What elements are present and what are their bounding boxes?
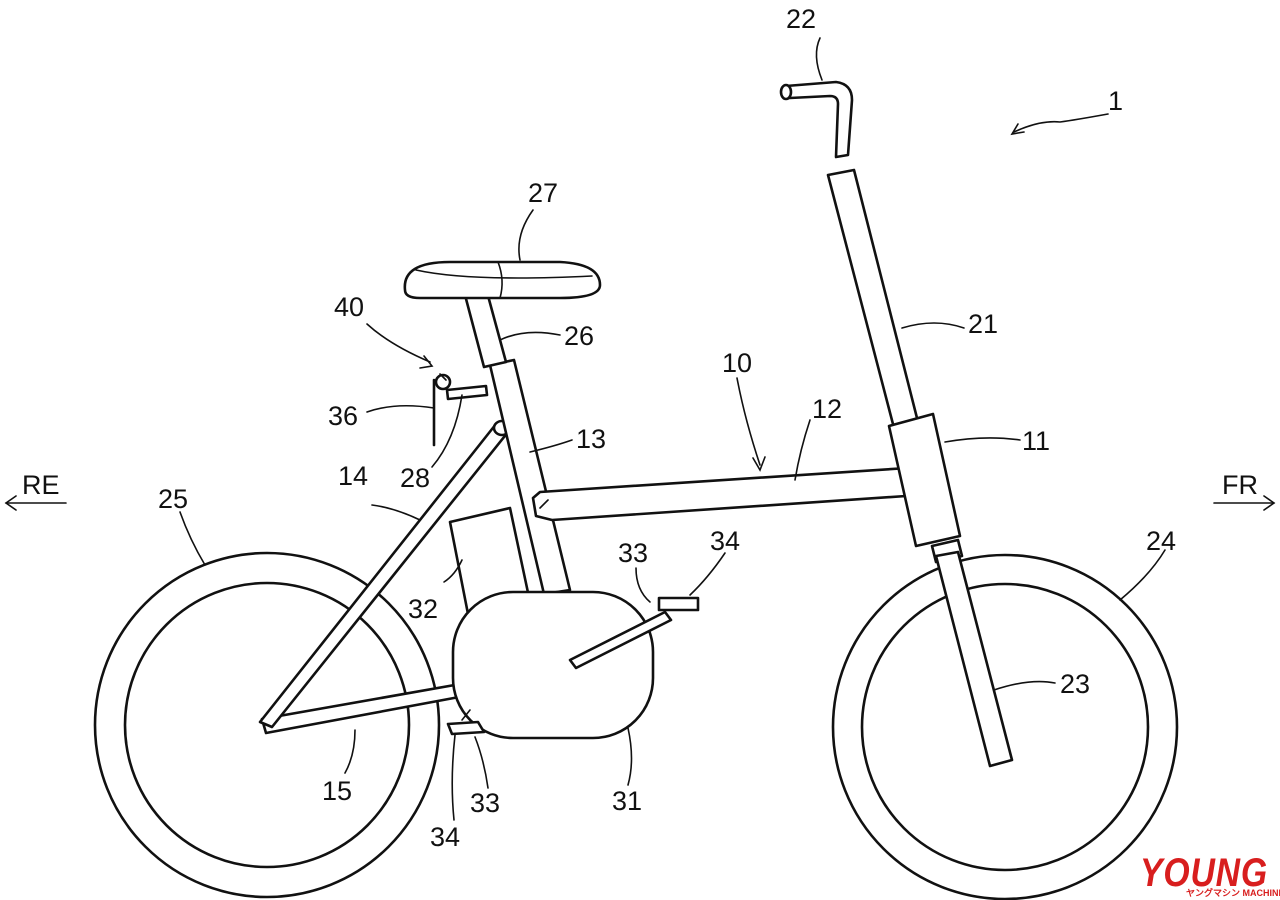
label-rear-direction: RE bbox=[22, 470, 60, 500]
svg-text:ヤングマシン MACHINE: ヤングマシン MACHINE bbox=[1186, 887, 1280, 898]
seat-clamp bbox=[432, 373, 489, 447]
label-drive-unit: 31 bbox=[612, 786, 642, 816]
label-seat-stay: 14 bbox=[338, 461, 368, 491]
front-fork-stem bbox=[826, 168, 920, 430]
handlebar bbox=[779, 80, 854, 159]
label-clamp-mechanism: 40 bbox=[334, 292, 364, 322]
rear-wheel bbox=[93, 551, 441, 899]
label-lever: 36 bbox=[328, 401, 358, 431]
label-pedal-left: 34 bbox=[430, 822, 460, 852]
label-seat-clamp: 28 bbox=[400, 463, 430, 493]
head-pipe bbox=[887, 412, 962, 548]
young-machine-logo: YOUNG ヤングマシン MACHINE bbox=[1140, 851, 1280, 898]
label-seat-post: 26 bbox=[564, 321, 594, 351]
crank-right bbox=[568, 596, 700, 670]
label-front-fork: 23 bbox=[1060, 669, 1090, 699]
label-chain-stay: 15 bbox=[322, 776, 352, 806]
label-battery: 32 bbox=[408, 594, 438, 624]
front-wheel bbox=[831, 553, 1179, 900]
label-crank-right: 33 bbox=[618, 538, 648, 568]
front-fork bbox=[934, 550, 1014, 768]
label-seat-tube: 13 bbox=[576, 424, 606, 454]
saddle bbox=[403, 260, 602, 300]
front-direction-arrow bbox=[1213, 495, 1276, 511]
label-saddle: 27 bbox=[528, 178, 558, 208]
label-handlebar: 22 bbox=[786, 4, 816, 34]
label-crank-left: 33 bbox=[470, 788, 500, 818]
rear-direction-arrow bbox=[4, 495, 67, 511]
label-pedal-right: 34 bbox=[710, 526, 740, 556]
label-front-direction: FR bbox=[1222, 470, 1258, 500]
seat-post bbox=[463, 290, 508, 369]
label-front-wheel: 24 bbox=[1146, 526, 1176, 556]
svg-text:YOUNG: YOUNG bbox=[1140, 851, 1268, 895]
label-head-pipe: 11 bbox=[1022, 426, 1050, 456]
drive-unit bbox=[451, 590, 655, 740]
crank-left bbox=[446, 709, 486, 736]
top-tube bbox=[531, 466, 918, 522]
leader-lines bbox=[179, 37, 1166, 821]
label-front-fork-stem: 21 bbox=[968, 309, 998, 339]
label-bicycle: 1 bbox=[1108, 86, 1123, 116]
label-top-tube: 12 bbox=[812, 394, 842, 424]
label-rear-wheel: 25 bbox=[158, 484, 188, 514]
label-frame: 10 bbox=[722, 348, 752, 378]
